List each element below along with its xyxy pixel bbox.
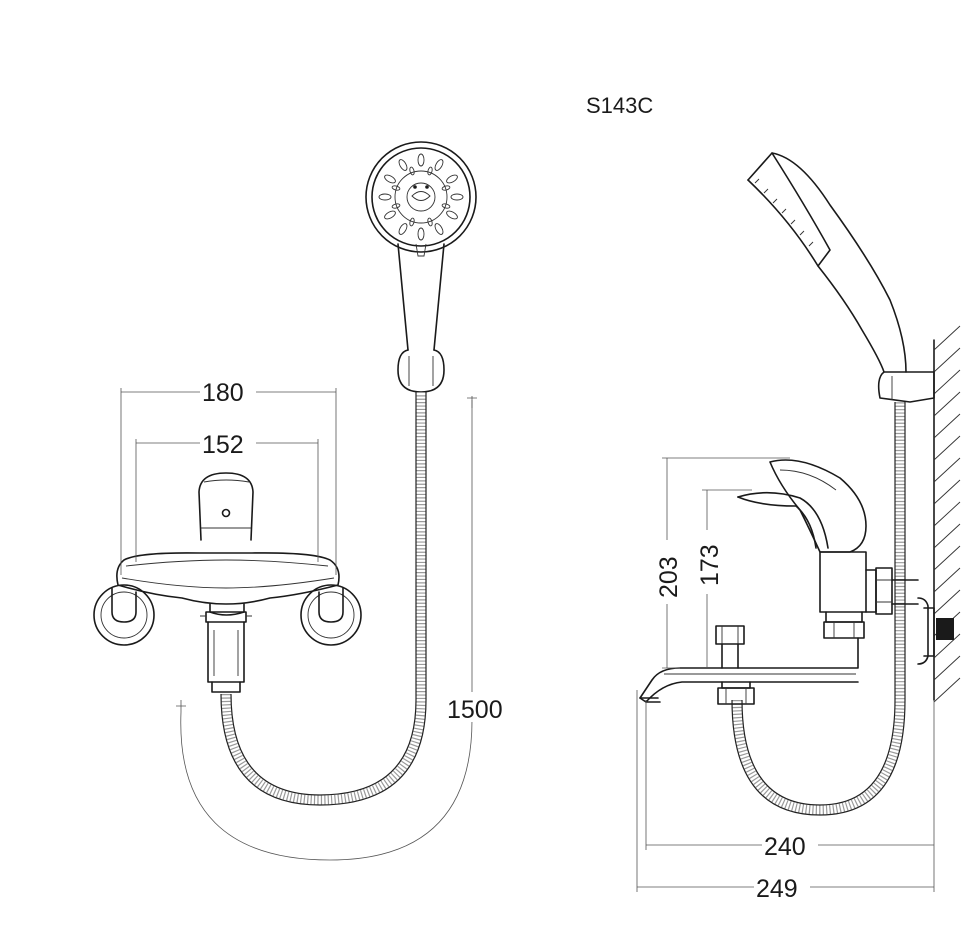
dim-180-label: 180	[202, 379, 244, 407]
shower-head-side	[747, 152, 907, 373]
shower-head-front	[365, 141, 477, 351]
spout-side	[639, 637, 859, 703]
front-view: 1500 180 152	[93, 141, 515, 861]
wall-holder-side	[877, 371, 935, 403]
hose-length-label: 1500	[447, 696, 503, 724]
lever-handle-front	[198, 472, 254, 541]
dim-240-label: 240	[764, 833, 806, 861]
wall-hatch	[933, 325, 961, 703]
lever-handle-side	[737, 459, 867, 553]
hose-connector-side	[717, 681, 755, 705]
dimension-173: 173	[692, 489, 752, 668]
hose-side	[731, 402, 906, 816]
dimension-249: 249	[636, 690, 935, 903]
dimension-180: 180	[120, 375, 337, 575]
wall-holder-front	[397, 349, 445, 393]
hose-length-dimension: 1500	[176, 396, 515, 861]
side-view: 203 173 240 249	[636, 152, 961, 903]
model-label: S143C	[586, 93, 653, 118]
mixer-body-front	[116, 552, 340, 605]
dim-173-label: 173	[696, 544, 724, 586]
escutcheon-right	[300, 584, 362, 646]
dim-152-label: 152	[202, 431, 244, 459]
dim-203-label: 203	[655, 556, 683, 598]
dimension-203: 203	[650, 457, 790, 669]
escutcheon-left	[93, 584, 155, 646]
dimension-152: 152	[135, 427, 319, 562]
shower-nozzles	[378, 153, 464, 241]
wall-flange-side	[917, 597, 954, 665]
diverter-front	[200, 603, 252, 693]
dim-249-label: 249	[756, 875, 798, 903]
diverter-knob-side	[715, 625, 745, 669]
hose-front	[220, 392, 427, 806]
dimension-240: 240	[645, 700, 935, 861]
mixer-body-side	[819, 551, 919, 639]
